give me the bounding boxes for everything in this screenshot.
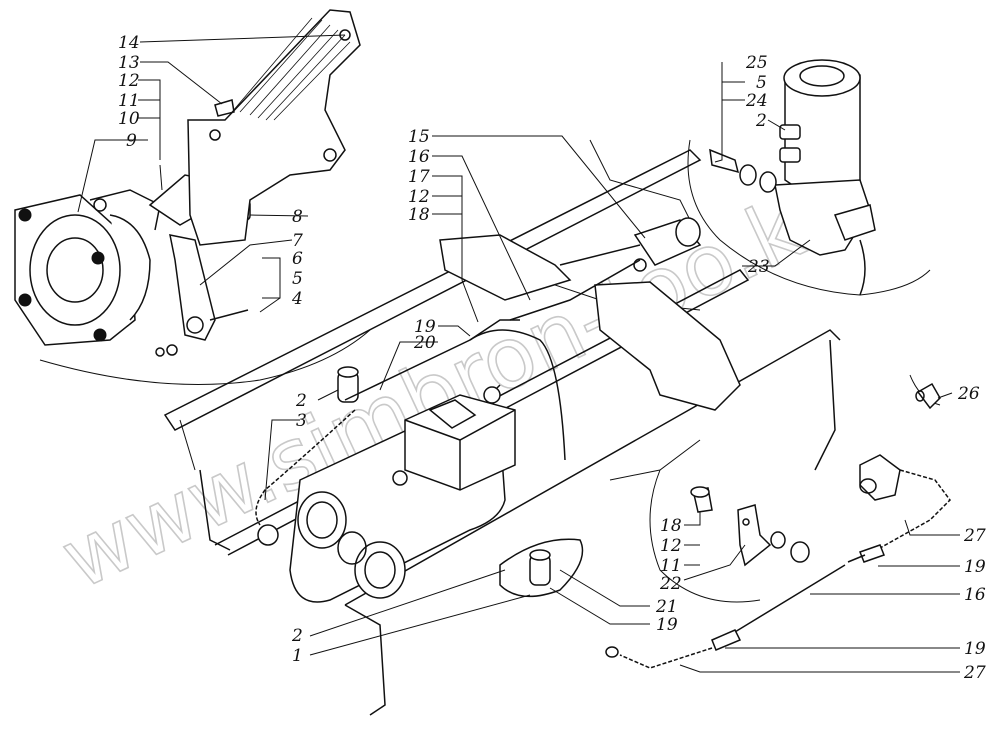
- callout-12: 12: [408, 187, 430, 207]
- callout-2: 2: [295, 391, 307, 411]
- callout-6: 6: [292, 249, 303, 269]
- callout-21: 21: [655, 597, 678, 617]
- callout-16: 16: [964, 585, 986, 605]
- callout-24: 24: [745, 91, 768, 111]
- callout-12: 12: [118, 71, 140, 91]
- inset-right-outline: [687, 139, 931, 296]
- inset-left-outline: [39, 329, 371, 385]
- drain-valve-lower: [499, 538, 584, 598]
- callout-8: 8: [292, 207, 303, 227]
- hose-left: [255, 409, 356, 526]
- callout-18: 18: [660, 516, 682, 536]
- callout-18: 18: [408, 205, 430, 225]
- callout-12: 12: [660, 536, 682, 556]
- callout-17: 17: [408, 167, 430, 187]
- callout-2: 2: [755, 111, 767, 131]
- callout-19: 19: [964, 639, 986, 659]
- callout-27: 27: [963, 526, 986, 546]
- callout-14: 14: [118, 33, 140, 53]
- callout-5: 5: [292, 269, 303, 289]
- callout-19: 19: [964, 557, 986, 577]
- callout-23: 23: [747, 257, 770, 277]
- receiver-box: [404, 384, 516, 491]
- pipe-16-upper: [509, 259, 641, 321]
- elbow-fitting: [909, 374, 941, 410]
- callout-10: 10: [118, 109, 140, 129]
- hose-assembly-right: [605, 454, 951, 669]
- callout-7: 7: [292, 231, 303, 251]
- callout-9: 9: [126, 131, 137, 151]
- callout-15: 15: [408, 127, 430, 147]
- pedal-bracket: [187, 9, 361, 246]
- callout-3: 3: [296, 411, 307, 431]
- callout-19: 19: [656, 615, 678, 635]
- callout-11: 11: [118, 91, 140, 111]
- inset-bracket-outline: [649, 469, 761, 603]
- callouts: 14 13 12 11 10 9 8 7 6 5 4 15 16 17 12 1…: [118, 33, 986, 683]
- callout-20: 20: [413, 333, 436, 353]
- callout-5: 5: [756, 73, 767, 93]
- callout-2: 2: [291, 626, 303, 646]
- callout-26: 26: [957, 384, 980, 404]
- brake-valve: [14, 189, 161, 346]
- callout-19: 19: [414, 317, 436, 337]
- callout-11: 11: [660, 556, 682, 576]
- pressure-regulator: [559, 217, 702, 272]
- leader-lines: [77, 34, 960, 673]
- callout-4: 4: [291, 289, 303, 309]
- pipe-20: [344, 329, 566, 461]
- air-dryer: [709, 59, 876, 296]
- callout-16: 16: [408, 147, 430, 167]
- callout-1: 1: [292, 646, 303, 666]
- drain-valve-upper: [337, 366, 359, 403]
- callout-27: 27: [963, 663, 986, 683]
- callout-25: 25: [745, 53, 768, 73]
- callout-22: 22: [659, 574, 682, 594]
- callout-13: 13: [118, 53, 140, 73]
- mounting-bracket: [690, 486, 810, 567]
